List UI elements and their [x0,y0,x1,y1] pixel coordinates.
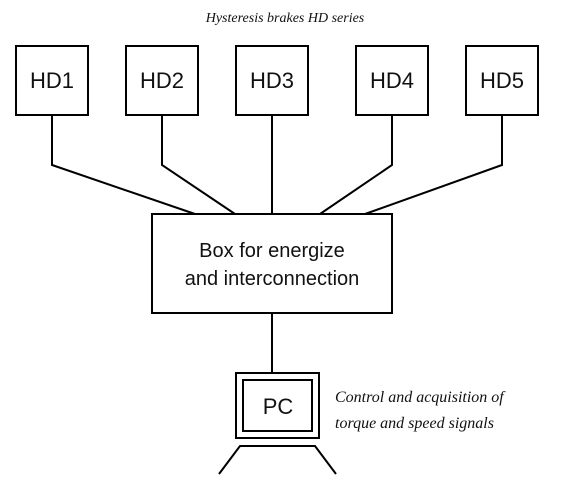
pc-note-line2: torque and speed signals [335,415,494,432]
pc-label: PC [263,394,294,419]
pc-computer: PC [218,372,337,475]
brake-box-hd2: HD2 [125,45,199,116]
brake-label-hd2: HD2 [140,68,184,93]
pc-screen [242,379,313,432]
brake-box-hd5: HD5 [465,45,539,116]
connector-hd4 [319,115,393,215]
interconnection-box-line1: Box for energize [199,240,345,262]
pc-monitor [235,372,320,439]
connector-hd1 [51,115,196,215]
brake-box-hd4: HD4 [355,45,429,116]
brake-label-hd4: HD4 [370,68,414,93]
diagram-title: Hysteresis brakes HD series [205,11,365,26]
pc-note-line1: Control and acquisition of [335,389,506,406]
brake-connectors [51,115,503,215]
interconnection-box: Box for energize and interconnection [151,213,393,314]
connector-hd5 [364,115,503,215]
pc-keyboard [218,445,337,475]
connector-hd2 [161,115,236,215]
brake-label-hd5: HD5 [480,68,524,93]
brake-box-hd1: HD1 [15,45,89,116]
interconnection-box-line2: and interconnection [185,268,360,290]
brake-label-hd1: HD1 [30,68,74,93]
brake-label-hd3: HD3 [250,68,294,93]
brake-box-hd3: HD3 [235,45,309,116]
